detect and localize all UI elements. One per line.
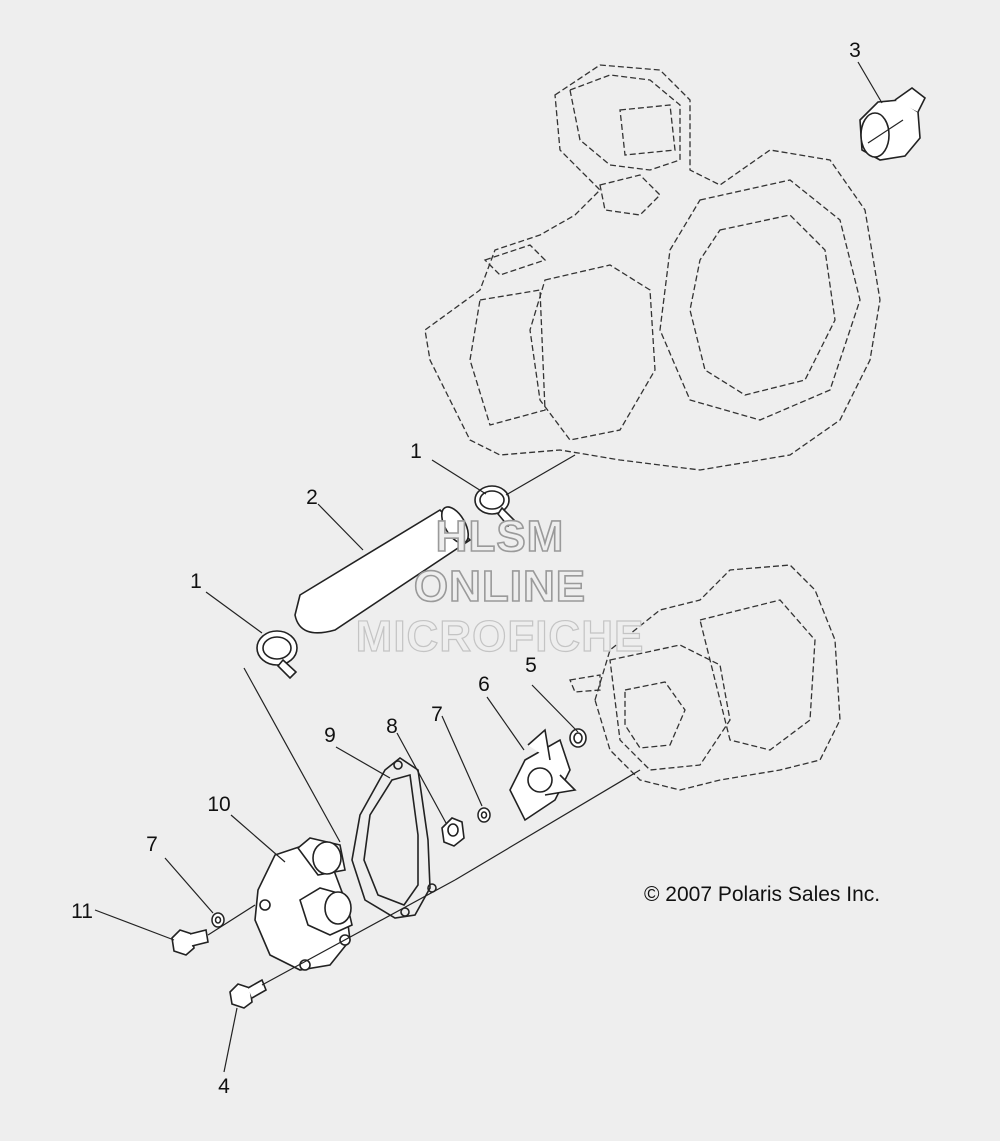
part-1-clamp-lower — [256, 630, 298, 680]
part-4-bolt — [229, 978, 268, 1009]
part-7-washer-b — [211, 912, 225, 928]
callout-11: 11 — [71, 900, 93, 923]
watermark-line-1: HLSM — [435, 511, 565, 562]
callout-1-upper: 1 — [410, 440, 422, 463]
callout-5: 5 — [525, 654, 537, 677]
callout-1-lower: 1 — [190, 570, 202, 593]
callout-6: 6 — [478, 673, 490, 696]
part-8-nut — [441, 817, 465, 847]
callout-10: 10 — [207, 793, 230, 816]
part-7-washer-a — [477, 807, 491, 823]
assembly-lines — [207, 119, 904, 986]
callout-4: 4 — [218, 1075, 230, 1098]
part-1-clamp-upper — [474, 485, 516, 528]
part-9-gasket — [351, 757, 437, 919]
engine-cylinder-head-outline — [424, 64, 881, 471]
part-5-seal — [569, 728, 587, 748]
watermark-line-3: MICROFICHE — [355, 611, 645, 661]
callout-labels: 3 1 2 1 5 6 7 8 9 10 7 11 4 — [71, 39, 861, 1098]
part-3-fitting — [859, 87, 927, 161]
callout-9: 9 — [324, 724, 336, 747]
watermark-line-2: ONLINE — [413, 561, 587, 612]
callout-3: 3 — [849, 39, 861, 62]
part-11-bolt — [171, 929, 209, 956]
callout-2: 2 — [306, 486, 318, 509]
callout-7-upper: 7 — [431, 703, 443, 726]
callout-7-lower: 7 — [146, 833, 158, 856]
engine-crankcase-outline — [569, 564, 841, 791]
part-10-pump-cover — [254, 837, 353, 971]
callout-8: 8 — [386, 715, 398, 738]
copyright-text: © 2007 Polaris Sales Inc. — [644, 883, 881, 906]
part-2-hose — [294, 506, 472, 634]
part-6-impeller — [509, 728, 577, 822]
leader-lines — [94, 61, 883, 1073]
